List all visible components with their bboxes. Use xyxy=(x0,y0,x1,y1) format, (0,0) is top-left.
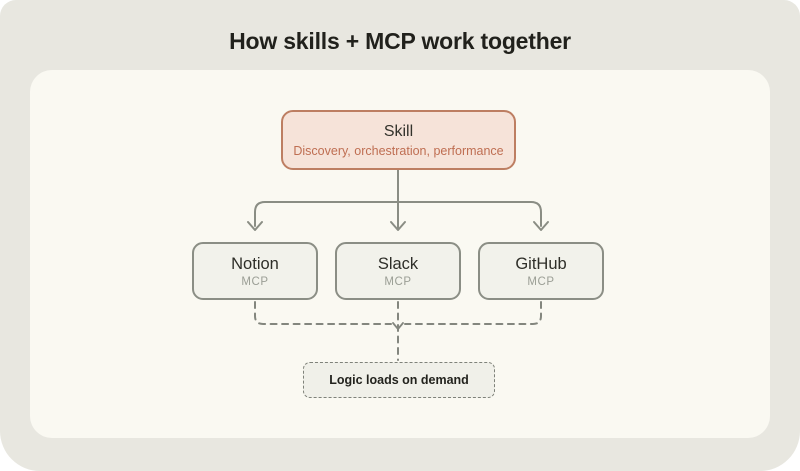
server-name: Slack xyxy=(377,254,419,273)
skill-label: Skill xyxy=(383,122,414,140)
server-name: Notion xyxy=(231,254,279,273)
server-tag: MCP xyxy=(241,275,269,288)
logic-on-demand-node: Logic loads on demand xyxy=(303,362,495,398)
diagram-title: How skills + MCP work together xyxy=(229,28,571,54)
server-tag: MCP xyxy=(384,275,412,288)
skill-node: Skill Discovery, orchestration, performa… xyxy=(281,110,516,170)
server-node-github: GitHub MCP xyxy=(478,242,604,300)
server-node-slack: Slack MCP xyxy=(335,242,461,300)
logic-on-demand-label: Logic loads on demand xyxy=(329,373,469,387)
server-tag: MCP xyxy=(527,275,555,288)
server-node-notion: Notion MCP xyxy=(192,242,318,300)
server-name: GitHub xyxy=(515,254,567,273)
skill-subtitle: Discovery, orchestration, performance xyxy=(293,143,504,158)
